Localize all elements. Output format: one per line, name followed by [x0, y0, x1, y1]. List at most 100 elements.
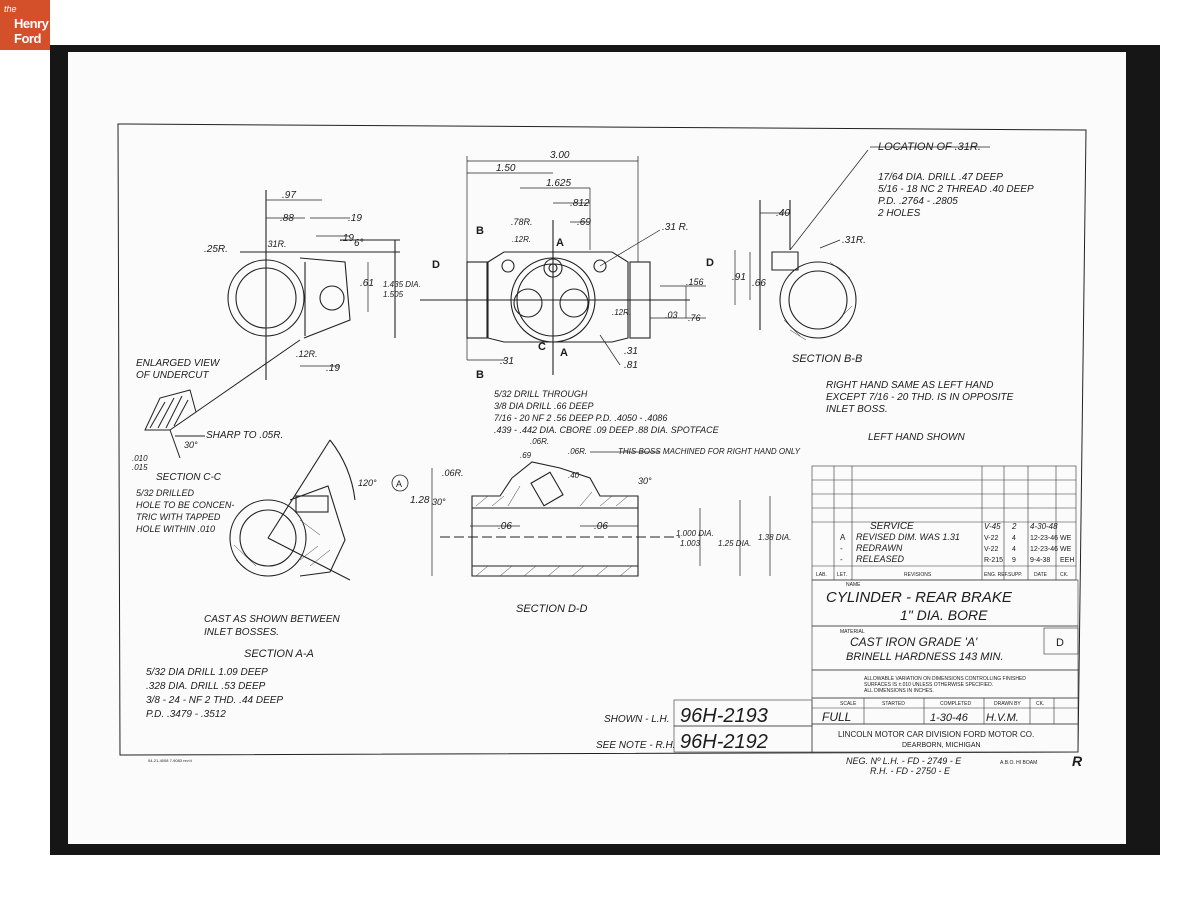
rev-hdr-ck: CK. [1060, 572, 1068, 578]
enlarged-view-2: OF UNDERCUT [136, 370, 209, 381]
dim-125: 1.25 DIA. [718, 539, 751, 548]
ck-header: CK. [1036, 701, 1044, 707]
dim-40: .40 [776, 208, 790, 219]
dim-30: 30° [184, 440, 198, 450]
dim-06: .06 [498, 521, 512, 532]
size-code: D [1056, 637, 1064, 649]
dim-12r-c: .12R. [612, 308, 631, 317]
part-name-line1: CYLINDER - REAR BRAKE [826, 589, 1013, 606]
center-note-3: 7/16 - 20 NF 2 .56 DEEP P.D. .4050 - .40… [494, 413, 667, 423]
revision-grid [811, 465, 1077, 581]
tolerance-note-1: ALLOWABLE VARIATION ON DIMENSIONS CONTRO… [864, 676, 1026, 682]
label-d-left: D [432, 259, 440, 271]
aa-note-3: 3/8 - 24 - NF 2 THD. .44 DEEP [146, 695, 283, 706]
label-c: C [538, 341, 546, 353]
center-note-2: 3/8 DIA DRILL .66 DEEP [494, 401, 594, 411]
dim-25r: .25R. [204, 244, 228, 255]
loc-note-3: P.D. .2764 - .2805 [878, 196, 958, 207]
left-view-dims [266, 199, 369, 367]
company-city: DEARBORN, MICHIGAN [902, 742, 981, 749]
dim-97: .97 [282, 190, 296, 201]
right-hand-note-1: RIGHT HAND SAME AS LEFT HAND [826, 380, 993, 391]
rev-row3-ref: R-215 [984, 557, 1003, 564]
rev-row2-ltr: - [840, 544, 843, 553]
section-bb-view [759, 200, 857, 339]
detail-a-label: A [396, 479, 402, 489]
dim-06r-c: .06R. [568, 447, 587, 456]
dd-hatch [475, 485, 633, 577]
started-header: STARTED [882, 701, 905, 707]
see-note-label: SEE NOTE - R.H. [596, 740, 675, 751]
logo-the: the [4, 4, 17, 14]
dim-6deg: 6° [354, 238, 364, 249]
dim-19: .19 [348, 213, 362, 224]
dim-91: .91 [732, 272, 746, 283]
right-hand-note-3: INLET BOSS. [826, 404, 888, 415]
title-block-grid [673, 579, 1079, 753]
dim-31r-a: .31R. [265, 239, 287, 249]
drawn-by-value: H.V.M. [986, 712, 1019, 724]
dim-31r-c: .31 R. [662, 222, 689, 233]
aa-note-2: .328 DIA. DRILL .53 DEEP [146, 681, 266, 692]
label-a-bottom: A [560, 347, 568, 359]
material-line1: CAST IRON GRADE 'A' [850, 635, 978, 649]
rev-row1-ref: V-22 [984, 535, 999, 542]
center-view-dims [466, 156, 706, 366]
dim-81: .81 [624, 360, 638, 371]
label-d-right: D [706, 257, 714, 269]
rev-service-no: 2 [1011, 522, 1017, 531]
section-cc-title: SECTION C-C [156, 472, 222, 483]
dim-015: .015 [132, 463, 148, 472]
dim-69b: .69 [520, 451, 532, 460]
scale-header: SCALE [840, 701, 857, 707]
dim-30b: 30° [432, 497, 446, 507]
title-name-label: NAME [846, 582, 861, 588]
label-a-top: A [556, 237, 564, 249]
completed-value: 1-30-46 [930, 712, 969, 724]
drilled-note-3: TRIC WITH TAPPED [136, 512, 221, 522]
enlarged-view-1: ENLARGED VIEW [136, 358, 221, 369]
front-view-center [420, 220, 690, 375]
company-name: LINCOLN MOTOR CAR DIVISION FORD MOTOR CO… [838, 730, 1034, 739]
label-b-top: B [476, 225, 484, 237]
center-note-1: 5/32 DRILL THROUGH [494, 389, 588, 399]
dim-1435: 1.435 DIA. [383, 280, 421, 289]
detail-circle-a [391, 474, 409, 492]
dim-12r: .12R. [296, 349, 318, 359]
dim-06r-b: .06R. [530, 437, 549, 446]
dim-88: .88 [280, 213, 294, 224]
dim-1003: 1.003 [680, 539, 701, 548]
left-hand-shown: LEFT HAND SHOWN [868, 432, 965, 443]
dim-61: .61 [360, 278, 374, 289]
dim-300: 3.00 [550, 150, 570, 161]
shown-label: SHOWN - L.H. [604, 714, 670, 725]
approval-stamp: A.B.O. HI BOAM [1000, 760, 1037, 766]
dim-138: 1.38 DIA. [758, 533, 791, 542]
rev-row3-ck: EEH [1060, 557, 1074, 564]
dim-120: 120° [358, 478, 377, 488]
dim-010: .010 [132, 454, 148, 463]
loc-note-4: 2 HOLES [877, 208, 921, 219]
rev-row1-text: REVISED DIM. WAS 1.31 [856, 532, 960, 542]
dim-31: .31 [500, 356, 514, 367]
bb-hatch [783, 261, 853, 341]
dim-150: 1.50 [496, 163, 516, 174]
rev-service-date: 4-30-48 [1030, 522, 1058, 531]
cast-note-1: CAST AS SHOWN BETWEEN [204, 614, 341, 625]
label-b-bottom: B [476, 369, 484, 381]
section-dd-title: SECTION D-D [516, 603, 588, 615]
material-label: MATERIAL [840, 629, 865, 635]
loc-note-1: 17/64 DIA. DRILL .47 DEEP [878, 172, 1003, 183]
rev-hdr-let: LET. [837, 572, 847, 578]
drilled-note-4: HOLE WITHIN .010 [136, 524, 215, 534]
dim-30c: 30° [638, 476, 652, 486]
dim-812: .812 [570, 198, 590, 209]
dim-1625: 1.625 [546, 178, 571, 189]
location-title: LOCATION OF .31R. [878, 141, 981, 153]
dim-06r: .06R. [442, 468, 464, 478]
dim-31r-d: .31R. [842, 235, 866, 246]
dim-78r: .78R. [511, 217, 533, 227]
see-part-number: 96H-2192 [680, 731, 768, 753]
footer-tiny: 04-21-4008 7-9083 rev'd [148, 758, 192, 763]
